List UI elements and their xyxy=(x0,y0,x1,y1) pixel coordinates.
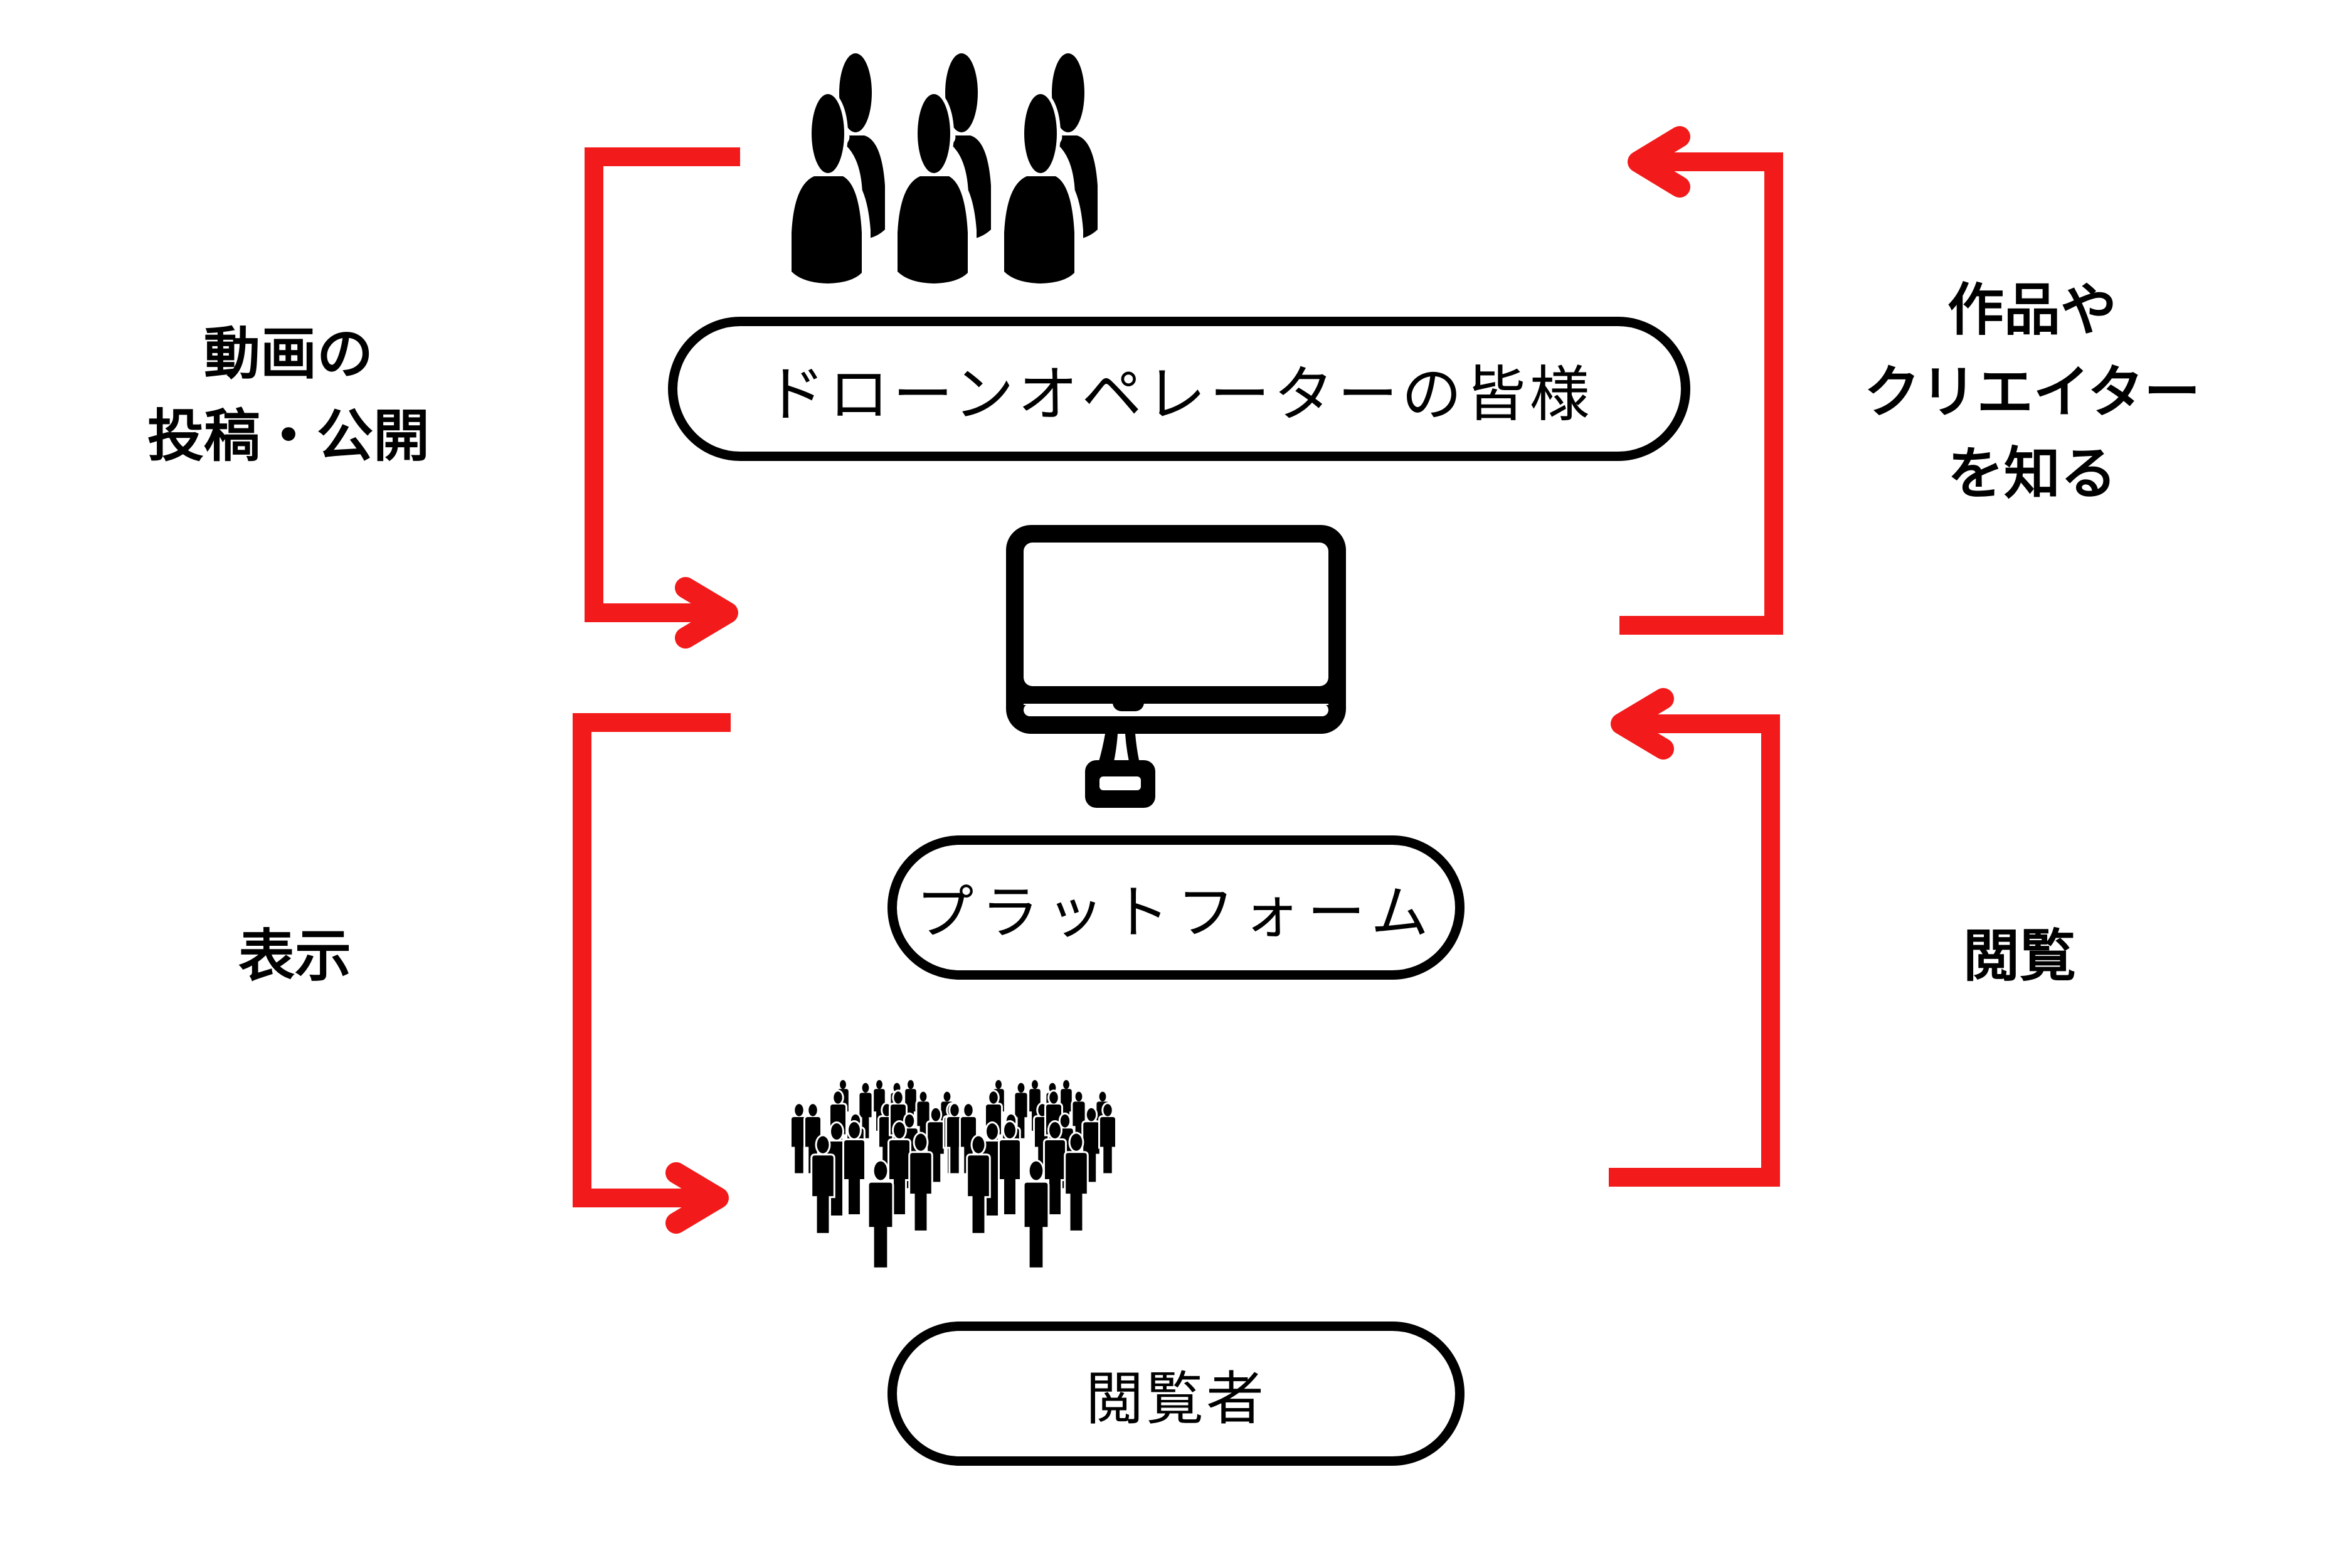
edge-label-know: 作品やクリエイターを知る xyxy=(1806,270,2258,516)
label-line: クリエイター xyxy=(1863,359,2201,425)
person-figure-icon xyxy=(1043,1120,1067,1216)
node-operators: ドローンオペレーターの皆様 xyxy=(668,317,1690,461)
person-figure-icon xyxy=(1081,1106,1101,1184)
label-line: 作品や xyxy=(1947,277,2117,343)
arrow-display xyxy=(573,713,731,1234)
person-pair-icon xyxy=(781,53,885,283)
person-figure-icon xyxy=(998,1120,1022,1216)
crowd-icon xyxy=(790,1078,1117,1269)
node-viewers-label: 閲覧者 xyxy=(1085,1365,1266,1433)
person-figure-icon xyxy=(1098,1102,1117,1175)
person-figure-icon xyxy=(842,1120,866,1216)
person-figure-icon xyxy=(887,1120,911,1216)
person-figure-icon xyxy=(810,1134,835,1235)
label-line: を知る xyxy=(1947,441,2117,507)
node-platform-label: プラットフォーム xyxy=(916,879,1436,946)
arrow-post xyxy=(585,147,740,649)
node-platform: プラットフォーム xyxy=(887,835,1465,980)
label-line: 表示 xyxy=(238,923,351,989)
person-figure-icon xyxy=(1064,1131,1089,1232)
label-line: 閲覧 xyxy=(1963,923,2076,989)
node-viewers: 閲覧者 xyxy=(887,1322,1465,1466)
arrow-know xyxy=(1619,126,1783,635)
label-line: 投稿・公開 xyxy=(147,403,430,469)
edge-label-display: 表示 xyxy=(188,916,401,998)
people-group-icon xyxy=(781,53,1098,283)
node-operators-label: ドローンオペレーターの皆様 xyxy=(765,359,1594,430)
person-figure-icon xyxy=(966,1134,991,1235)
desktop-monitor-icon xyxy=(1006,525,1346,808)
edge-label-browse: 閲覧 xyxy=(1913,916,2126,998)
person-figure-icon xyxy=(908,1131,933,1232)
person-figure-icon xyxy=(867,1159,894,1269)
label-line: 動画の xyxy=(204,321,373,387)
edge-label-post: 動画の投稿・公開 xyxy=(113,314,464,477)
person-figure-icon xyxy=(1022,1159,1050,1269)
arrow-browse xyxy=(1609,688,1780,1187)
